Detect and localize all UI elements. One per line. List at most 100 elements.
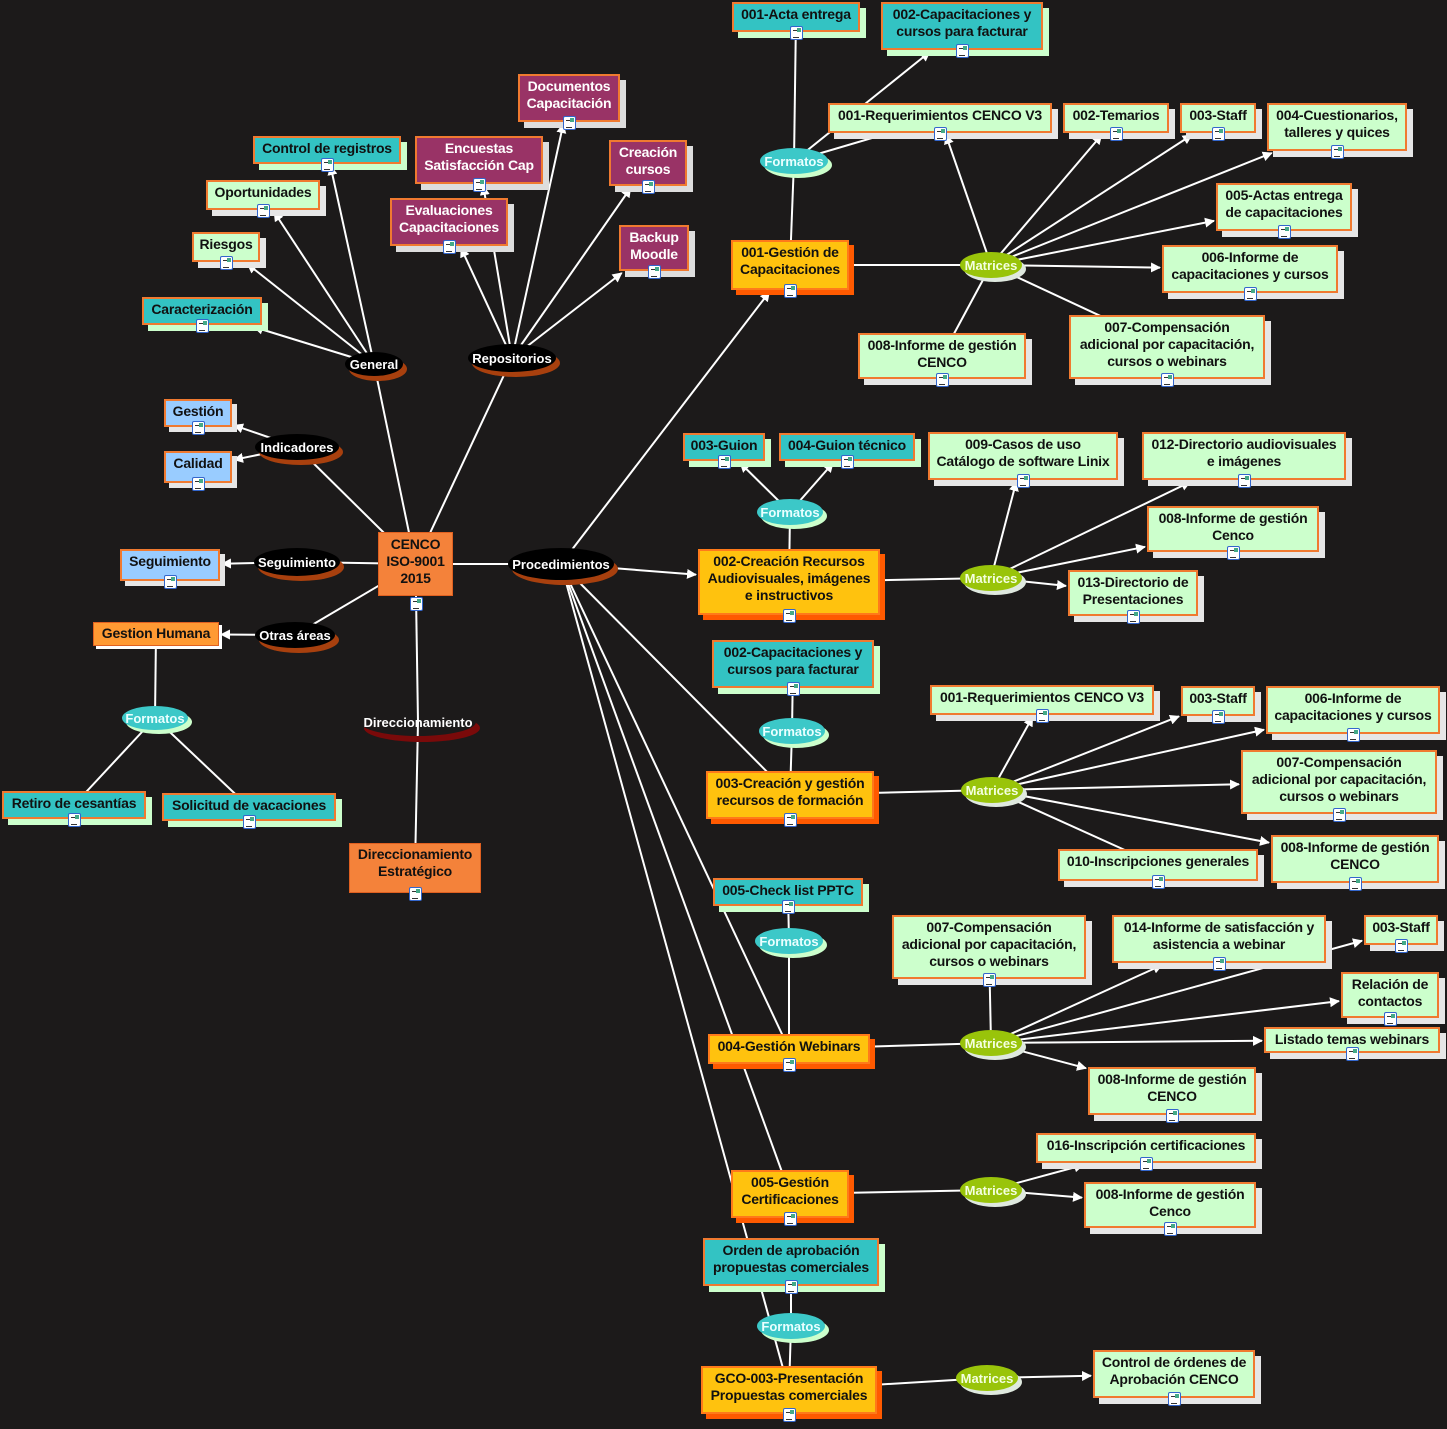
document-attachment-icon[interactable] (785, 1280, 798, 1294)
document-attachment-icon[interactable] (443, 240, 456, 254)
topic-oval-repos[interactable]: Repositorios (468, 344, 556, 372)
document-attachment-icon[interactable] (196, 319, 209, 333)
topic-node-gestion[interactable]: Gestión (164, 399, 232, 427)
document-attachment-icon[interactable] (321, 158, 334, 172)
document-attachment-icon[interactable] (473, 178, 486, 192)
document-attachment-icon[interactable] (257, 204, 270, 218)
document-attachment-icon[interactable] (790, 26, 803, 40)
topic-node-acta[interactable]: 001-Acta entrega (732, 2, 860, 32)
document-attachment-icon[interactable] (784, 813, 797, 827)
topic-node-direccEst[interactable]: Direccionamiento Estratégico (349, 843, 481, 893)
topic-node-cap002b[interactable]: 002-Capacitaciones y cursos para factura… (712, 640, 874, 688)
topic-node-dir13[interactable]: 013-Directorio de Presentaciones (1068, 570, 1198, 616)
topic-node-inf8c[interactable]: 008-Informe de gestión CENCO (1271, 835, 1439, 883)
document-attachment-icon[interactable] (642, 180, 655, 194)
document-attachment-icon[interactable] (1346, 1047, 1359, 1061)
document-attachment-icon[interactable] (648, 265, 661, 279)
topic-node-inf14[interactable]: 014-Informe de satisfacción y asistencia… (1112, 915, 1326, 963)
topic-node-inf8d[interactable]: 008-Informe de gestión CENCO (1088, 1067, 1256, 1115)
topic-oval-f3[interactable]: Formatos (759, 718, 825, 744)
topic-oval-m2[interactable]: Matrices (960, 565, 1022, 591)
document-attachment-icon[interactable] (1036, 709, 1049, 723)
topic-oval-direcc[interactable]: Direccionamiento (360, 708, 476, 736)
document-attachment-icon[interactable] (1213, 957, 1226, 971)
document-attachment-icon[interactable] (936, 373, 949, 387)
topic-node-relac[interactable]: Relación de contactos (1341, 972, 1439, 1018)
document-attachment-icon[interactable] (409, 597, 423, 611)
document-attachment-icon[interactable] (718, 455, 731, 469)
topic-oval-fL[interactable]: Formatos (122, 706, 188, 730)
document-attachment-icon[interactable] (1212, 127, 1225, 141)
topic-oval-m4[interactable]: Matrices (960, 1030, 1022, 1056)
topic-node-center[interactable]: CENCO ISO-9001 2015 (378, 532, 453, 596)
document-attachment-icon[interactable] (1110, 127, 1123, 141)
topic-node-dir12[interactable]: 012-Directorio audiovisuales e imágenes (1142, 432, 1346, 480)
document-attachment-icon[interactable] (1227, 546, 1240, 560)
document-attachment-icon[interactable] (1166, 1109, 1179, 1123)
topic-node-insc10[interactable]: 010-Inscripciones generales (1058, 849, 1258, 881)
topic-node-oport[interactable]: Oportunidades (206, 180, 320, 210)
document-attachment-icon[interactable] (1395, 939, 1408, 953)
topic-node-comp7d[interactable]: 007-Compensación adicional por capacitac… (892, 915, 1086, 979)
document-attachment-icon[interactable] (783, 1058, 796, 1072)
topic-node-comp7c[interactable]: 007-Compensación adicional por capacitac… (1241, 750, 1437, 814)
topic-oval-m5[interactable]: Matrices (960, 1177, 1022, 1203)
document-attachment-icon[interactable] (1333, 808, 1346, 822)
document-attachment-icon[interactable] (784, 1212, 797, 1226)
topic-node-g005[interactable]: 005-Gestión Certificaciones (731, 1170, 849, 1218)
topic-node-g002[interactable]: 002-Creación Recursos Audiovisuales, imá… (698, 549, 880, 615)
document-attachment-icon[interactable] (192, 477, 205, 491)
document-attachment-icon[interactable] (1140, 1157, 1153, 1171)
document-attachment-icon[interactable] (1278, 225, 1291, 239)
document-attachment-icon[interactable] (1238, 474, 1251, 488)
topic-node-check[interactable]: 005-Check list PPTC (713, 878, 863, 906)
document-attachment-icon[interactable] (934, 127, 947, 141)
document-attachment-icon[interactable] (783, 1408, 796, 1422)
topic-node-crea[interactable]: Creación cursos (609, 140, 687, 186)
topic-node-inf6a[interactable]: 006-Informe de capacitaciones y cursos (1162, 245, 1338, 293)
document-attachment-icon[interactable] (1244, 287, 1257, 301)
topic-oval-general[interactable]: General (345, 352, 403, 376)
topic-node-req1[interactable]: 001-Requerimientos CENCO V3 (828, 103, 1052, 133)
topic-oval-seg[interactable]: Seguimiento (254, 548, 340, 576)
topic-node-cap002[interactable]: 002-Capacitaciones y cursos para factura… (881, 2, 1043, 50)
document-attachment-icon[interactable] (1127, 610, 1140, 624)
topic-node-gh[interactable]: Gestion Humana (93, 622, 219, 646)
document-attachment-icon[interactable] (409, 887, 422, 901)
topic-node-inf6c[interactable]: 006-Informe de capacitaciones y cursos (1266, 686, 1440, 734)
document-attachment-icon[interactable] (1152, 875, 1165, 889)
document-attachment-icon[interactable] (243, 815, 256, 829)
document-attachment-icon[interactable] (1349, 877, 1362, 891)
topic-node-encu[interactable]: Encuestas Satisfacción Cap (415, 136, 543, 184)
document-attachment-icon[interactable] (956, 44, 969, 58)
document-attachment-icon[interactable] (784, 284, 797, 298)
document-attachment-icon[interactable] (164, 575, 177, 589)
topic-node-inf8b[interactable]: 008-Informe de gestión Cenco (1147, 506, 1319, 552)
topic-oval-proc[interactable]: Procedimientos (508, 548, 614, 580)
topic-node-comp7a[interactable]: 007-Compensación adicional por capacitac… (1069, 315, 1265, 379)
document-attachment-icon[interactable] (787, 682, 800, 696)
topic-node-cuest[interactable]: 004-Cuestionarios, talleres y quices (1267, 103, 1407, 151)
document-attachment-icon[interactable] (1168, 1392, 1181, 1406)
topic-oval-m3[interactable]: Matrices (961, 777, 1023, 803)
topic-oval-f6[interactable]: Formatos (757, 1313, 825, 1339)
topic-oval-m1[interactable]: Matrices (960, 252, 1022, 278)
topic-node-inf8a[interactable]: 008-Informe de gestión CENCO (858, 333, 1026, 379)
document-attachment-icon[interactable] (563, 116, 576, 130)
topic-oval-f2[interactable]: Formatos (757, 499, 823, 525)
document-attachment-icon[interactable] (1212, 710, 1225, 724)
document-attachment-icon[interactable] (1347, 728, 1360, 742)
document-attachment-icon[interactable] (983, 973, 996, 987)
document-attachment-icon[interactable] (783, 609, 796, 623)
topic-oval-indic[interactable]: Indicadores (255, 434, 339, 460)
document-attachment-icon[interactable] (1164, 1222, 1177, 1236)
topic-node-casos[interactable]: 009-Casos de uso Catálogo de software Li… (928, 432, 1118, 480)
document-attachment-icon[interactable] (1017, 474, 1030, 488)
document-attachment-icon[interactable] (1384, 1012, 1397, 1026)
topic-node-ctrlord[interactable]: Control de órdenes de Aprobación CENCO (1093, 1350, 1255, 1398)
topic-node-orden[interactable]: Orden de aprobación propuestas comercial… (703, 1238, 879, 1286)
document-attachment-icon[interactable] (1161, 373, 1174, 387)
topic-node-actas5[interactable]: 005-Actas entrega de capacitaciones (1216, 183, 1352, 231)
document-attachment-icon[interactable] (1331, 145, 1344, 159)
document-attachment-icon[interactable] (220, 256, 233, 270)
